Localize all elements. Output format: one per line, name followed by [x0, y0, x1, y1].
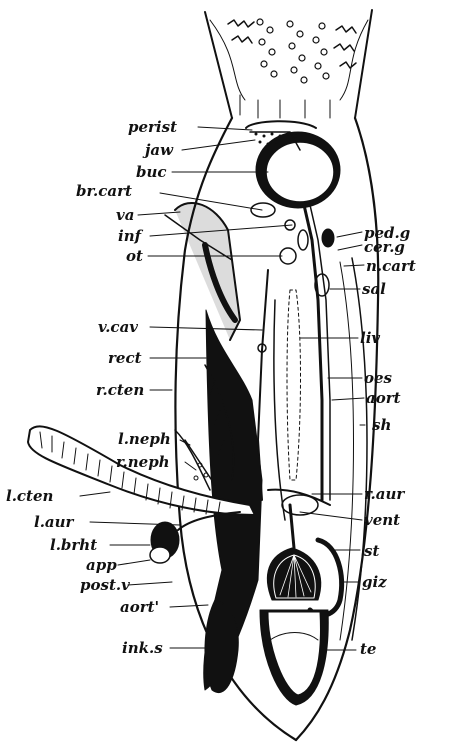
label-r-neph: r.neph: [116, 455, 170, 470]
ganglia: [280, 220, 334, 296]
label-r-cten: r.cten: [96, 383, 144, 398]
label-jaw: jaw: [145, 143, 173, 158]
label-ot: ot: [126, 249, 143, 264]
label-perist: perist: [128, 120, 177, 135]
label-app: app: [86, 558, 117, 573]
label-oes: oes: [364, 371, 392, 386]
label-ink-s: ink.s: [122, 641, 163, 656]
label-aort-prime: aort': [120, 600, 159, 615]
label-liv: liv: [360, 331, 380, 346]
label-l-aur: l.aur: [34, 515, 73, 530]
testis: [260, 610, 328, 705]
label-sh: sh: [372, 418, 391, 433]
label-n-cart: n.cart: [366, 259, 416, 274]
label-aort: aort: [366, 391, 401, 406]
label-inf: inf: [118, 229, 141, 244]
label-l-cten: l.cten: [6, 489, 53, 504]
label-va: va: [116, 208, 134, 223]
label-br-cart: br.cart: [76, 184, 132, 199]
label-st: st: [364, 544, 379, 559]
label-rect: rect: [108, 351, 142, 366]
buccal-mass: [246, 121, 340, 217]
label-r-aur: r.aur: [364, 487, 404, 502]
stomach: [267, 505, 320, 600]
label-v-cav: v.cav: [98, 320, 138, 335]
label-l-brht: l.brht: [50, 538, 97, 553]
label-l-neph: l.neph: [118, 432, 171, 447]
liver: [287, 290, 301, 480]
label-post-v: post.v: [80, 578, 130, 593]
head-arms: [205, 10, 372, 118]
label-buc: buc: [136, 165, 167, 180]
label-vent: vent: [364, 513, 400, 528]
label-sal: sal: [362, 282, 386, 297]
label-giz: giz: [362, 575, 387, 590]
funnel: [165, 203, 240, 340]
label-cer-g: cer.g: [364, 240, 405, 255]
label-te: te: [360, 642, 376, 657]
